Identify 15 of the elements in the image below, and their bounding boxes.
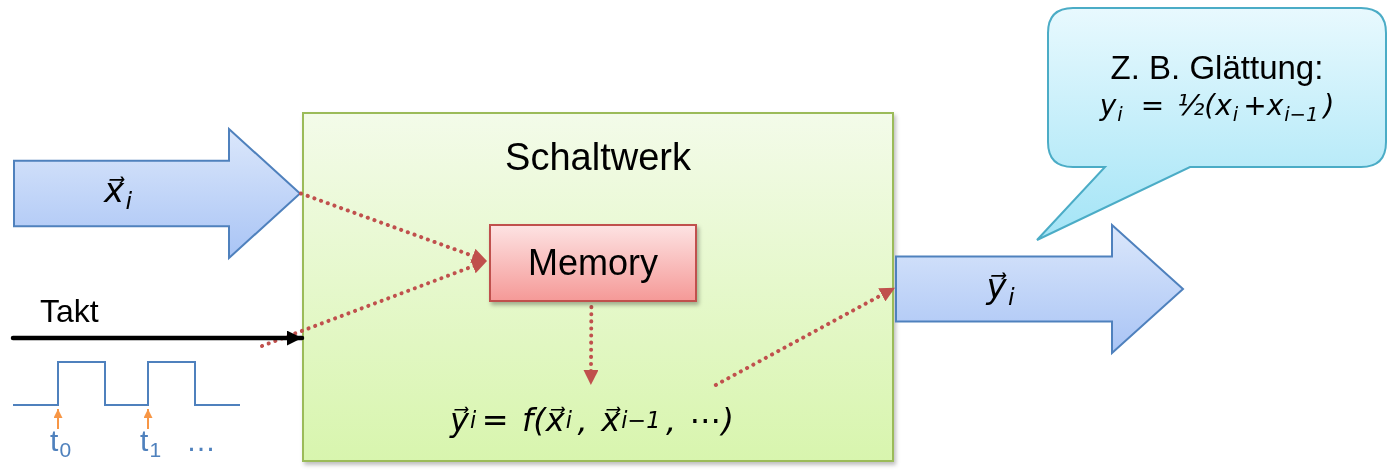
memory-box: Memory [489, 224, 697, 302]
arrow [299, 191, 489, 263]
callout-text: Z. B. Glättung: [1110, 49, 1324, 88]
clock-label: Takt [13, 292, 123, 338]
arrow [260, 259, 489, 348]
time-label: t$_{0}$ [50, 424, 73, 463]
circuit-block [302, 112, 894, 462]
arrow [713, 285, 897, 387]
time-label: … [186, 424, 216, 458]
formula: y$_{i}$ = ½(x$_{i}$+x$_{i−1}$) [1099, 91, 1335, 126]
math-label: y⃗$_{i}$ [986, 267, 1016, 311]
arrow [10, 330, 305, 346]
time-label: t$_{1}$ [140, 424, 163, 463]
math-label: x⃗$_{i}$ [104, 172, 133, 215]
block-title: Schaltwerk [505, 136, 691, 179]
